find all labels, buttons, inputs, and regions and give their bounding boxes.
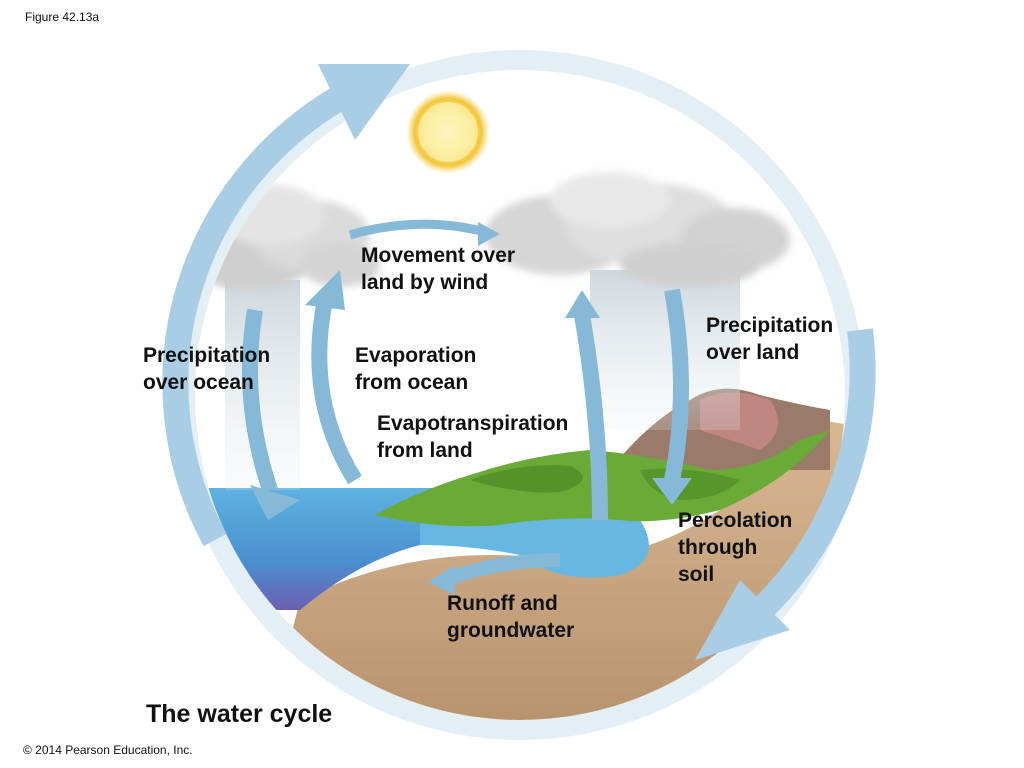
label-runoff: Runoff and groundwater xyxy=(447,592,575,642)
evap-ocean-arrow xyxy=(311,298,362,485)
figure-label: Figure 42.13a xyxy=(25,10,100,24)
precip-ocean-arrow xyxy=(242,308,278,493)
label-evapotranspiration: Evapotranspiration from land xyxy=(377,412,569,462)
outer-arrow-right xyxy=(741,328,876,630)
outer-arrow-left xyxy=(162,65,385,547)
label-movement-over-land: Movement over land by wind xyxy=(361,244,516,294)
outer-arrowhead-bottom xyxy=(695,580,790,660)
diagram-title: The water cycle xyxy=(146,700,333,728)
outer-arrowhead-top xyxy=(318,64,410,140)
precip-land-arrow xyxy=(664,288,689,482)
rain-land xyxy=(590,270,740,430)
lake xyxy=(420,512,649,578)
label-percolation: Percolation through soil xyxy=(678,509,793,586)
evapotranspiration-arrow xyxy=(574,313,608,521)
cloud-icon xyxy=(485,172,790,287)
label-evap-from-ocean: Evaporation from ocean xyxy=(355,344,477,394)
label-precip-over-land: Precipitation over land xyxy=(706,314,834,364)
copyright: © 2014 Pearson Education, Inc. xyxy=(23,743,193,757)
runoff-arrow xyxy=(447,553,561,585)
label-precip-over-ocean: Precipitation over ocean xyxy=(143,344,271,394)
wind-arrow xyxy=(348,219,487,240)
